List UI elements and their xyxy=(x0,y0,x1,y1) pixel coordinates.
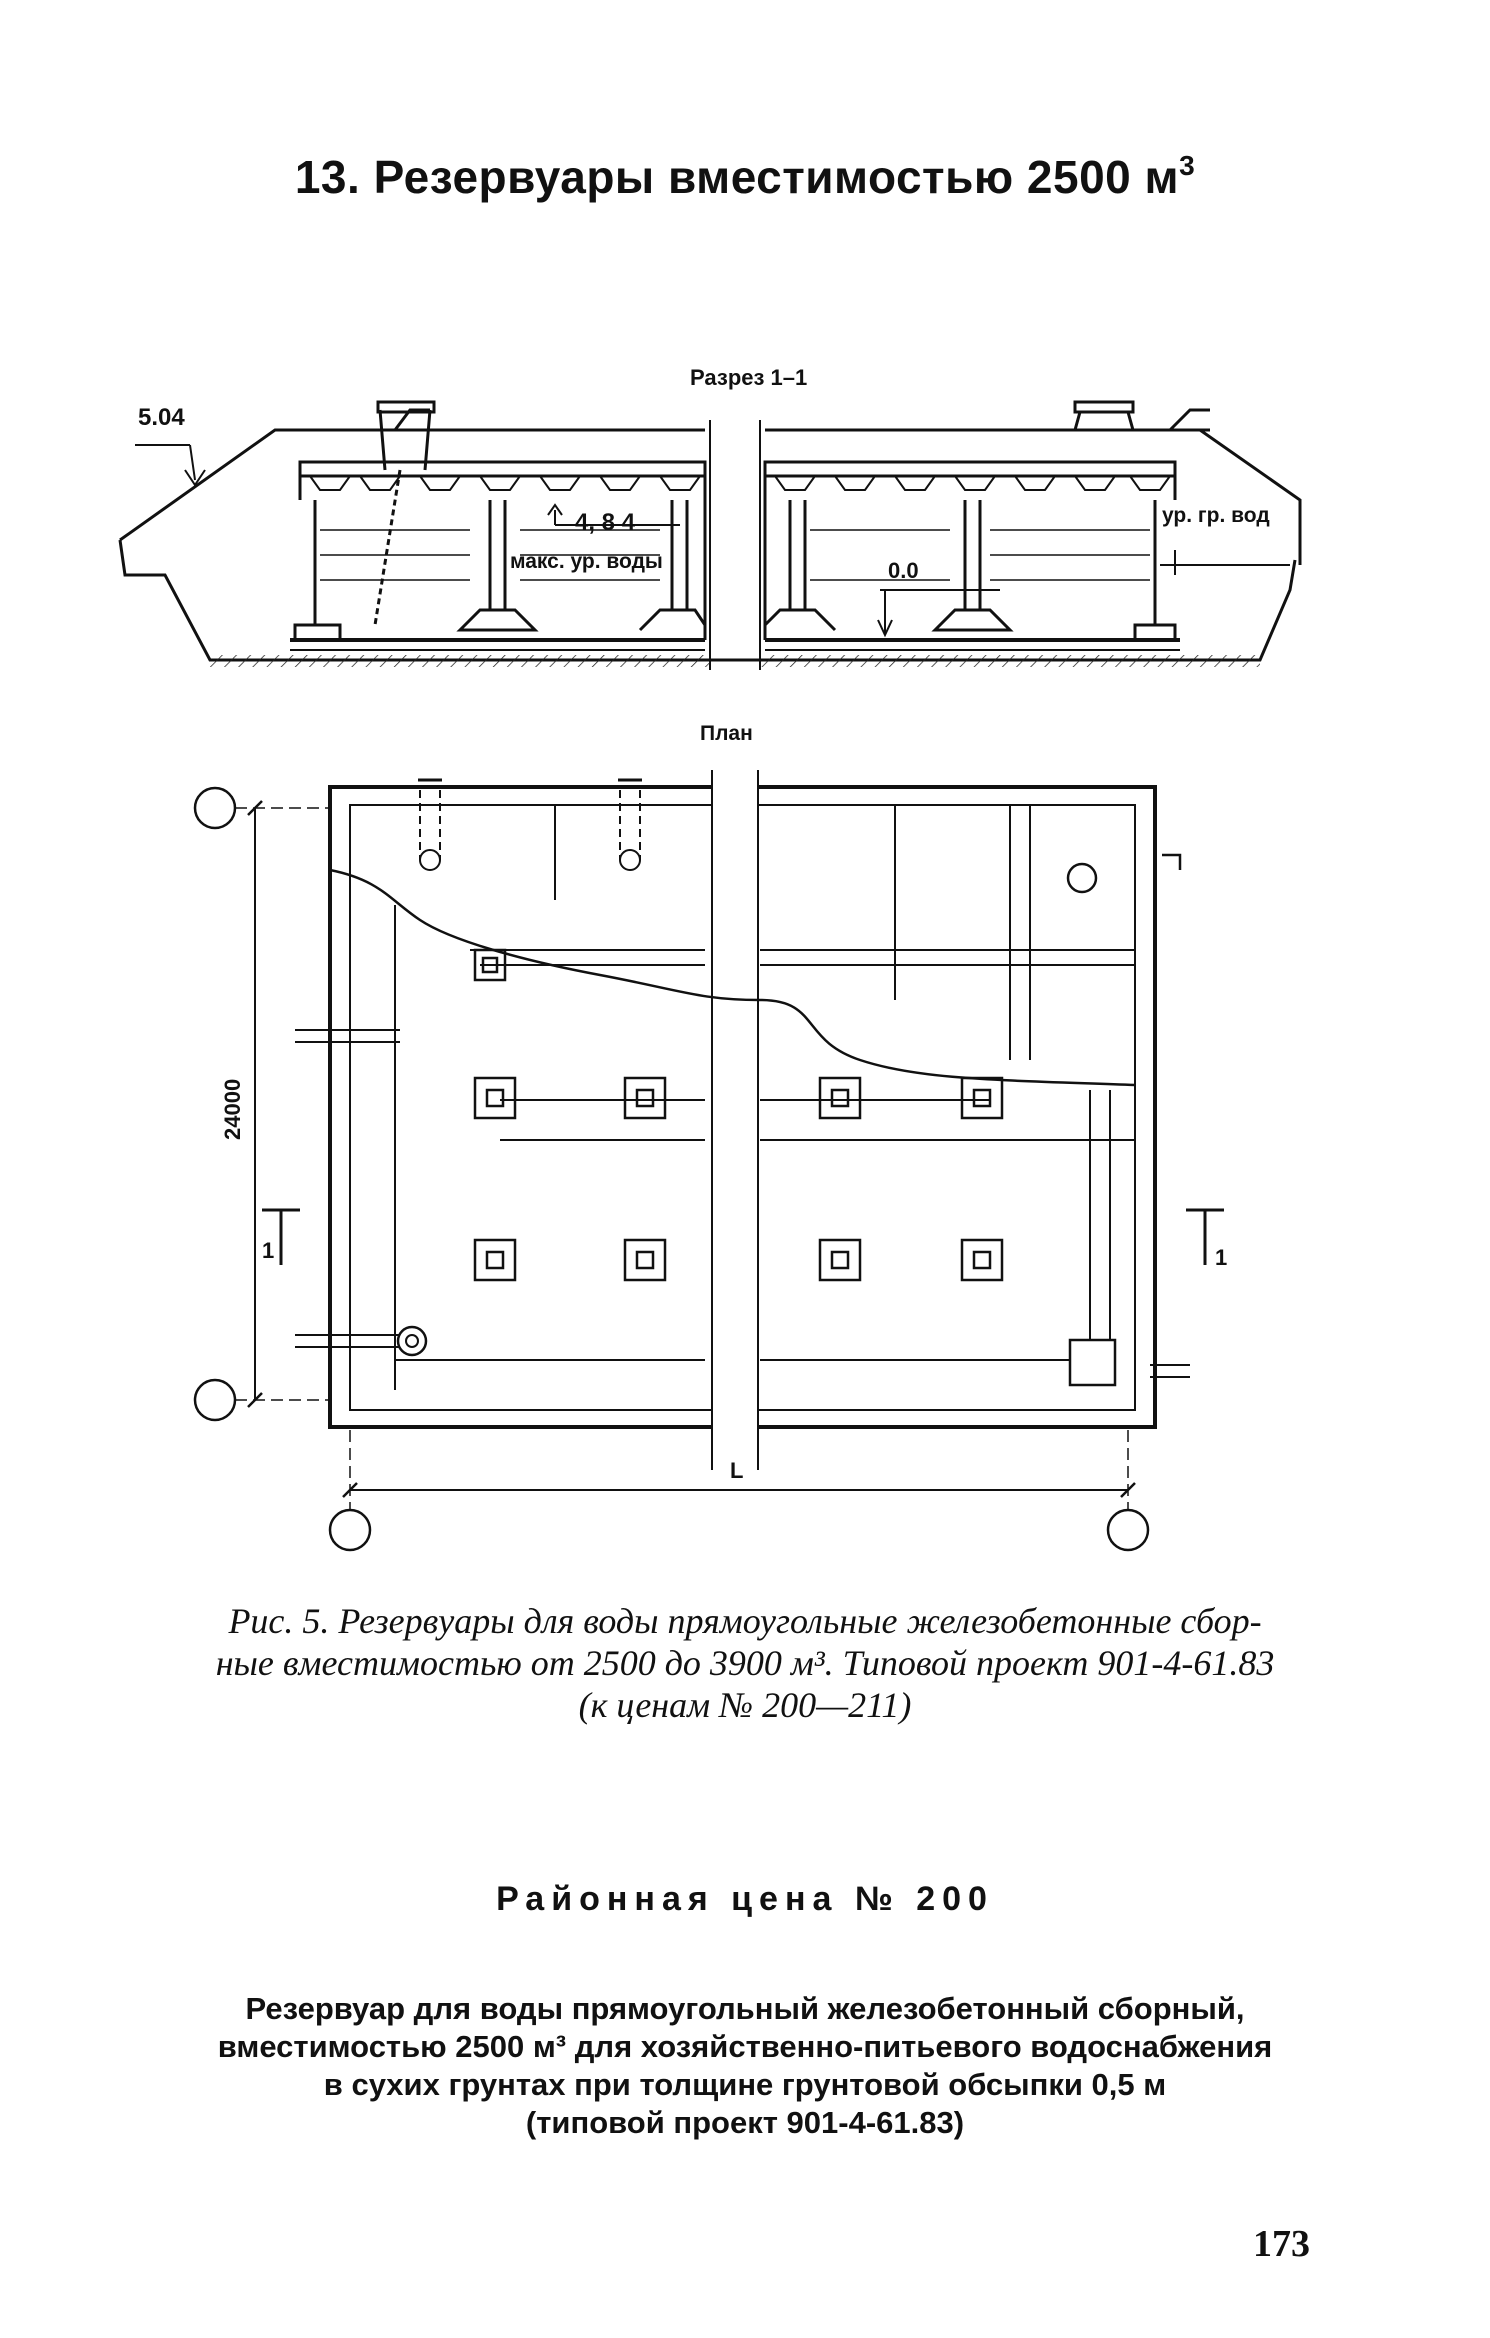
heading-text: Резервуары вместимостью 2500 м xyxy=(373,151,1180,203)
engineering-drawing: Разрез 1–1 5.04 4, 8 4 макс. ур. воды 0.… xyxy=(118,365,1302,1552)
description-line: вместимостью 2500 м³ для хозяйственно-пи… xyxy=(217,2029,1273,2064)
section-title: Разрез 1–1 xyxy=(690,365,807,390)
caption-line: ные вместимостью от 2500 до 3900 м³. Тип… xyxy=(215,1643,1275,1683)
section-mark-right: 1 xyxy=(1215,1245,1227,1270)
plan-dimension-horizontal: L xyxy=(730,1458,743,1483)
plan-dimension-vertical: 24000 xyxy=(220,1079,245,1140)
description-line: (типовой проект 901-4-61.83) xyxy=(525,2105,965,2140)
plan-view xyxy=(193,770,1224,1552)
price-description: Резервуар для воды прямоугольный железоб… xyxy=(150,1990,1340,2142)
description-line: в сухих грунтах при толщине грунтовой об… xyxy=(323,2067,1167,2102)
price-title: Районная цена № 200 xyxy=(496,1880,994,1918)
description-line: Резервуар для воды прямоугольный железоб… xyxy=(245,1991,1245,2026)
heading-number: 13. xyxy=(294,151,361,203)
plan-title: План xyxy=(700,722,753,745)
max-water-mark: 4, 8 4 xyxy=(575,509,636,536)
section-mark-left: 1 xyxy=(262,1238,274,1263)
heading-superscript: 3 xyxy=(1179,150,1196,181)
zero-mark: 0.0 xyxy=(888,558,919,583)
section-view xyxy=(118,400,1302,670)
max-water-label: макс. ур. воды xyxy=(510,550,663,573)
left-level-mark: 5.04 xyxy=(138,404,185,431)
ground-water-label: ур. гр. вод xyxy=(1162,504,1270,527)
page-heading: 13. Резервуары вместимостью 2500 м3 xyxy=(0,150,1490,204)
page-number: 173 xyxy=(1253,2223,1310,2265)
caption-line: (к ценам № 200—211) xyxy=(578,1685,912,1725)
caption-line: Рис. 5. Резервуары для воды прямоугольны… xyxy=(228,1601,1262,1641)
figure-caption: Рис. 5. Резервуары для воды прямоугольны… xyxy=(180,1600,1310,1726)
